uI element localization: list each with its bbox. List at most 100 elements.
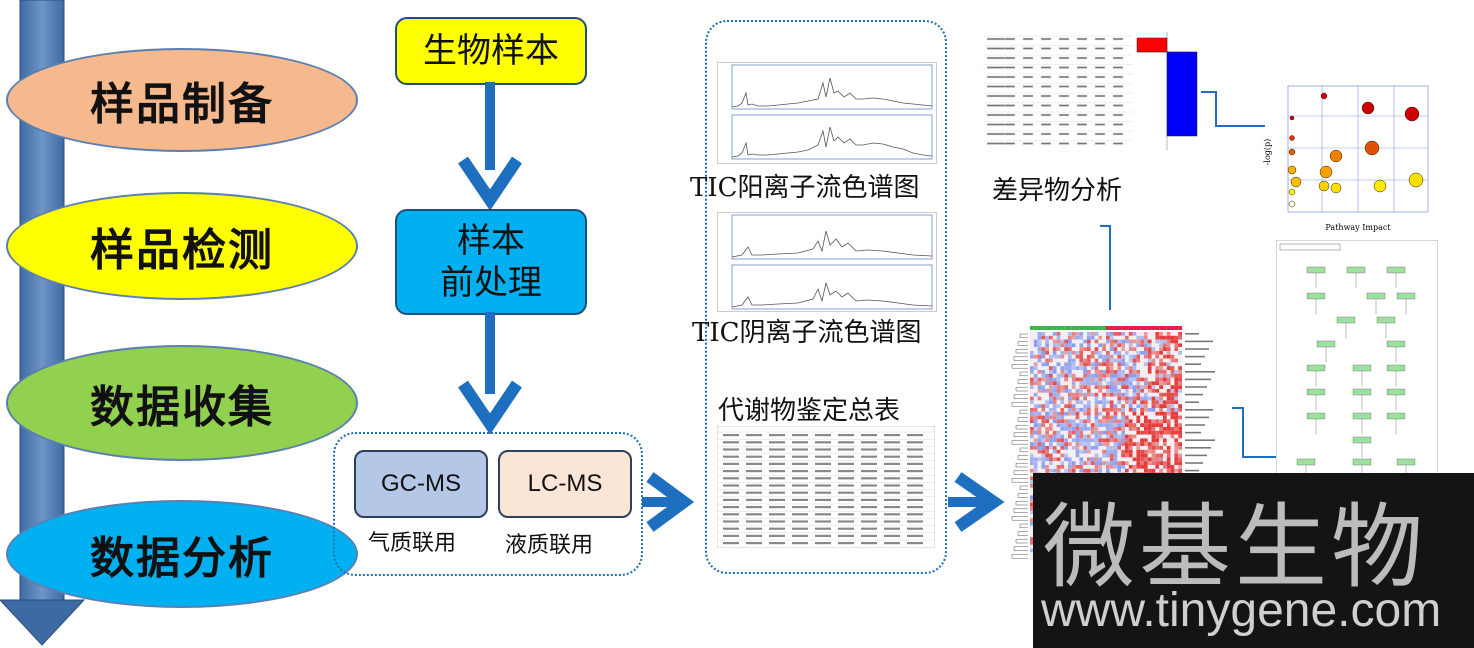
heatmap-cell [1117,465,1122,469]
heatmap-cell [1102,434,1106,439]
heatmap-cell [1052,396,1057,401]
heatmap-cell [1090,381,1095,386]
heatmap-cell [1049,408,1053,412]
heatmap-cell [1052,354,1057,359]
heatmap-cell [1147,453,1152,458]
heatmap-cell [1140,370,1144,374]
heatmap-cell [1049,373,1053,378]
heatmap-cell [1075,381,1080,386]
heatmap-cell [1106,449,1110,454]
heatmap-cell [1030,419,1034,424]
heatmap-cell [1056,468,1061,473]
heatmap-cell [1106,343,1110,348]
heatmap-cell [1083,366,1087,370]
table-cell-glyph [815,527,831,530]
heatmap-group-bar [1128,326,1133,330]
heatmap-cell [1079,354,1084,359]
diff-cell-glyph [1058,85,1070,88]
table-cell-glyph [769,513,785,516]
heatmap-cell [1170,343,1175,348]
pretreat-line1: 样本 [457,220,525,261]
heatmap-cell [1155,332,1160,336]
heatmap-cell [1098,370,1103,374]
heatmap-cell [1064,438,1068,443]
heatmap-cell [1037,354,1042,359]
heatmap-cell [1151,457,1156,462]
heatmap-cell [1136,446,1141,450]
dendrogram-branch [1013,546,1028,551]
heatmap-cell [1087,343,1091,348]
heatmap-cell [1163,396,1167,401]
heatmap-cell [1037,449,1042,454]
heatmap-cell [1159,449,1163,454]
heatmap-cell [1113,468,1118,473]
table-cell-glyph [723,455,739,458]
table-cell-glyph [838,506,854,509]
heatmap-row-label [1185,454,1207,457]
heatmap-cell [1071,377,1076,382]
heatmap-cell [1170,339,1175,344]
heatmap-cell [1174,392,1179,397]
heatmap-cell [1087,370,1091,374]
heatmap-group-bar [1113,326,1118,330]
heatmap-cell [1117,385,1122,389]
heatmap-cell [1068,427,1072,431]
heatmap-cell [1125,453,1129,458]
heatmap-row-label [1185,416,1209,419]
pathway-node [1316,340,1336,348]
table-cell-glyph [769,491,785,494]
heatmap-cell [1071,381,1076,386]
heatmap-cell [1052,453,1057,458]
heatmap-cell [1178,392,1182,397]
heatmap-cell [1098,396,1103,401]
heatmap-row-label [1185,355,1205,358]
heatmap-cell [1151,415,1156,420]
heatmap-cell [1125,457,1129,462]
heatmap-group-bar [1121,326,1125,330]
heatmap-cell [1147,457,1152,462]
heatmap-cell [1166,457,1171,462]
heatmap-cell [1140,446,1144,450]
heatmap-cell [1049,419,1053,424]
heatmap-cell [1166,354,1171,359]
heatmap-cell [1049,335,1053,340]
heatmap-cell [1094,442,1099,446]
heatmap-cell [1102,385,1106,389]
heatmap-cell [1147,335,1152,340]
lc-caption: 液质联用 [505,533,594,558]
heatmap-cell [1125,415,1129,420]
table-cell-glyph [815,534,831,537]
heatmap-cell [1132,351,1137,355]
heatmap-cell [1090,408,1095,412]
heatmap-cell [1166,411,1171,416]
heatmap-cell [1030,465,1034,469]
heatmap-cell [1094,335,1099,340]
heatmap-cell [1125,366,1129,370]
heatmap-cell [1071,396,1076,401]
heatmap-cell [1144,411,1148,416]
heatmap-cell [1087,389,1091,393]
diff-cell-glyph [1094,94,1106,98]
heatmap-cell [1068,396,1072,401]
diff-cell-glyph [1058,47,1070,50]
heatmap-cell [1140,453,1144,458]
heatmap-cell [1178,389,1182,393]
table-cell-glyph [907,455,923,458]
heatmap-cell [1079,419,1084,424]
heatmap-cell [1117,358,1122,363]
heatmap-cell [1113,396,1118,401]
table-cell-glyph [838,491,854,494]
heatmap-cell [1090,423,1095,427]
heatmap-cell [1049,362,1053,367]
heatmap-cell [1090,343,1095,348]
heatmap-cell [1030,506,1034,511]
heatmap-cell [1159,423,1163,427]
heatmap-cell [1147,354,1152,359]
heatmap-cell [1163,339,1167,344]
diff-cell-glyph [1112,94,1124,98]
heatmap-cell [1083,438,1087,443]
diff-cell-glyph [1022,75,1034,79]
heatmap-cell [1052,381,1057,386]
heatmap-cell [1147,392,1152,397]
heatmap-cell [1064,332,1068,336]
